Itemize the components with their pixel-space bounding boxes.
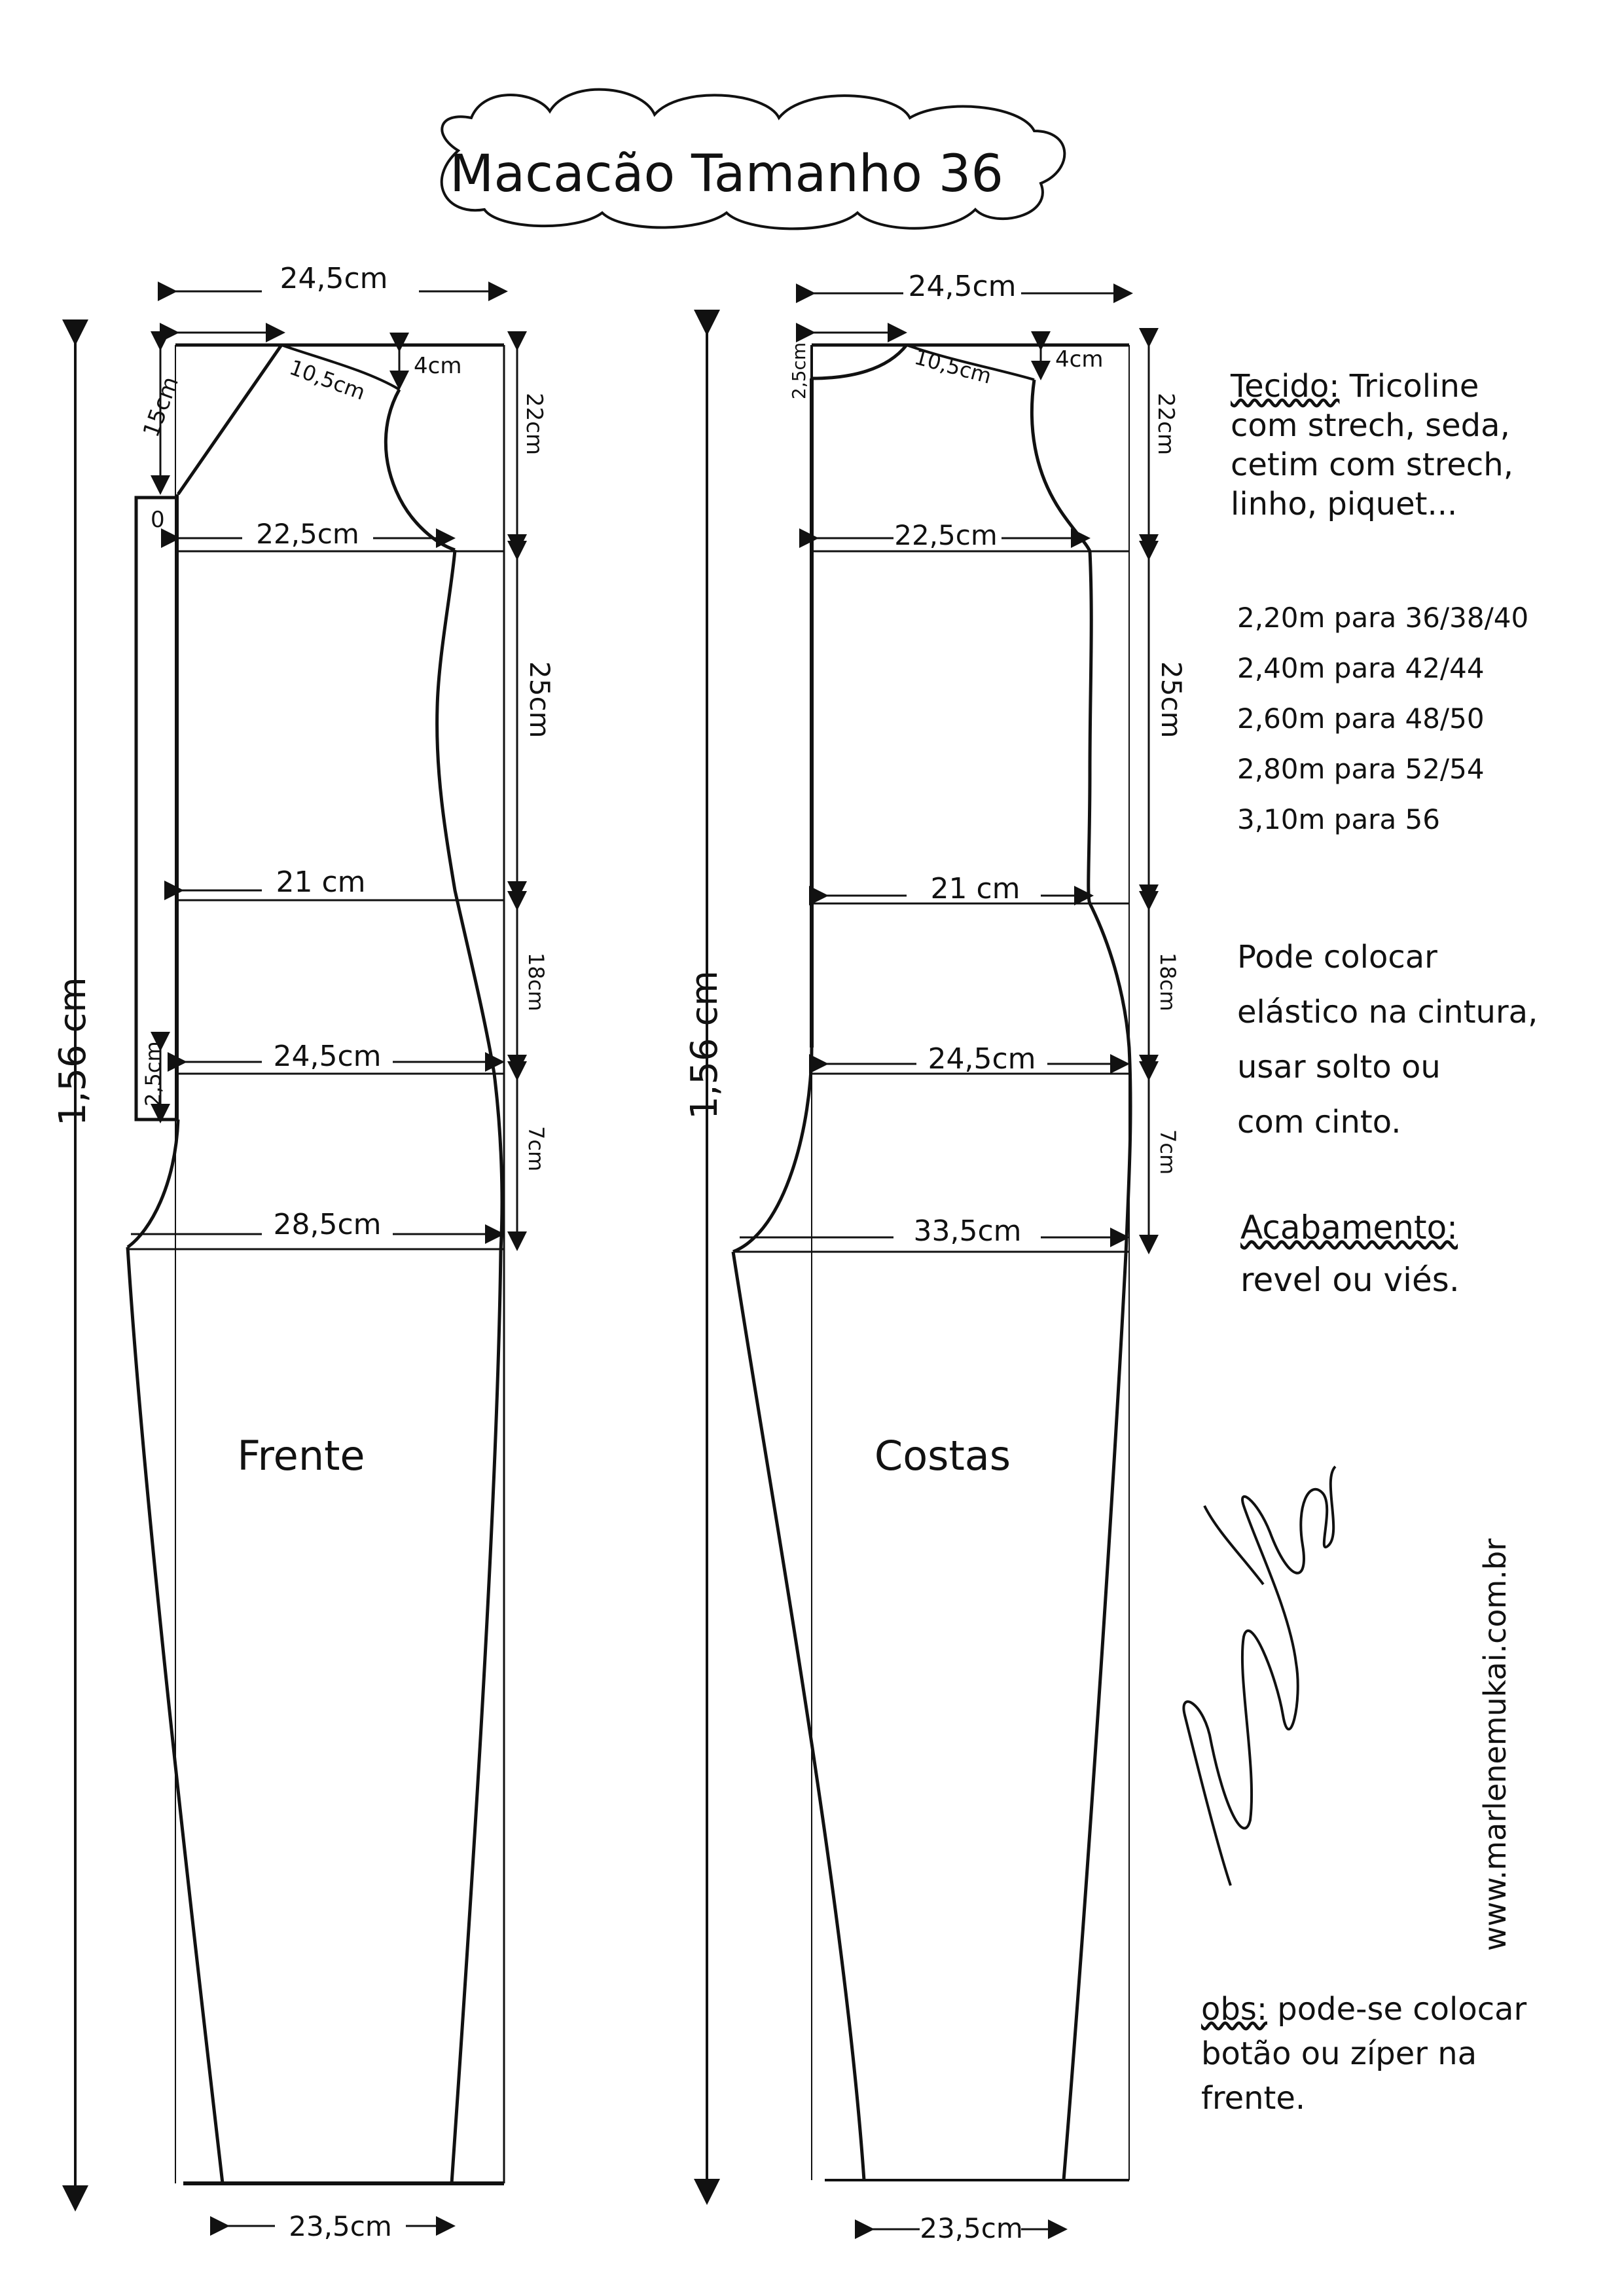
finish-note: Acabamento: revel ou viés. bbox=[1240, 1201, 1607, 1306]
front-waist-hip-label: 18cm bbox=[524, 953, 549, 1011]
back-shoulder-drop-label: 2,5cm bbox=[788, 342, 810, 399]
front-waist-label: 21 cm bbox=[276, 866, 365, 899]
obs-note: obs: pode-se colocar botão ou zíper na f… bbox=[1201, 1987, 1607, 2121]
front-pattern bbox=[126, 343, 505, 2185]
back-top-width-label: 24,5cm bbox=[908, 270, 1016, 303]
front-crotch-label: 28,5cm bbox=[273, 1208, 381, 1241]
obs-line-3: frente. bbox=[1201, 2080, 1306, 2117]
back-waist-label: 21 cm bbox=[930, 872, 1020, 905]
back-bust-waist-label: 25cm bbox=[1155, 661, 1187, 738]
elastic-note: Pode colocar elástico na cintura, usar s… bbox=[1237, 930, 1604, 1150]
elastic-line: elástico na cintura, bbox=[1237, 994, 1538, 1030]
yardage-item: 2,80m para 52/54 bbox=[1237, 753, 1485, 785]
front-total-length-label: 1,56 cm bbox=[52, 977, 94, 1126]
back-armhole-depth-label: 22cm bbox=[1153, 393, 1179, 455]
back-dimensions bbox=[694, 283, 1159, 2239]
yardage-list: 2,20m para 36/38/40 2,40m para 42/44 2,6… bbox=[1237, 592, 1604, 845]
fabric-line-2: com strech, seda, bbox=[1231, 407, 1510, 444]
back-hem-label: 23,5cm bbox=[920, 2212, 1023, 2244]
fabric-line-4: linho, piquet... bbox=[1231, 486, 1458, 522]
front-armhole-depth-label: 22cm bbox=[521, 393, 547, 455]
back-neck-depth-label: 4cm bbox=[1055, 346, 1103, 373]
back-neck-label: 10,5cm bbox=[912, 344, 994, 389]
elastic-line: Pode colocar bbox=[1237, 939, 1437, 975]
obs-line-1: pode-se colocar bbox=[1277, 1991, 1527, 2028]
back-bust-label: 22,5cm bbox=[894, 519, 998, 551]
obs-title: obs: bbox=[1201, 1991, 1268, 2028]
title-cloud bbox=[440, 88, 1066, 230]
back-labels: 24,5cm 2,5cm 10,5cm 4cm 22cm 22,5cm 25cm… bbox=[683, 270, 1187, 2244]
front-top-width-label: 24,5cm bbox=[280, 262, 388, 295]
elastic-line: com cinto. bbox=[1237, 1104, 1401, 1140]
yardage-item: 2,60m para 48/50 bbox=[1237, 702, 1485, 735]
front-placket-extra-label: 2,5cm bbox=[141, 1041, 166, 1106]
back-crotch-label: 33,5cm bbox=[913, 1214, 1021, 1248]
back-waist-hip-label: 18cm bbox=[1155, 953, 1180, 1011]
back-hip-label: 24,5cm bbox=[928, 1042, 1036, 1076]
back-pattern bbox=[731, 343, 1132, 2181]
front-hem-label: 23,5cm bbox=[289, 2210, 392, 2242]
back-total-length-label: 1,56 cm bbox=[683, 970, 726, 1120]
front-placket-mark: 0 bbox=[151, 507, 165, 533]
front-dimensions bbox=[62, 282, 527, 2236]
back-piece-label: Costas bbox=[875, 1432, 1011, 1480]
fabric-line-1: Tricoline bbox=[1349, 368, 1479, 405]
obs-line-2: botão ou zíper na bbox=[1201, 2035, 1477, 2072]
front-bust-label: 22,5cm bbox=[256, 518, 359, 550]
yardage-item: 2,40m para 42/44 bbox=[1237, 652, 1485, 684]
finish-title: Acabamento: bbox=[1240, 1209, 1458, 1247]
back-hip-crotch-label: 7cm bbox=[1155, 1129, 1180, 1175]
elastic-line: usar solto ou bbox=[1237, 1049, 1441, 1085]
fabric-notes: Tecido: Tricoline com strech, seda, ceti… bbox=[1231, 367, 1610, 524]
fabric-title: Tecido: bbox=[1231, 368, 1340, 405]
fabric-line-3: cetim com strech, bbox=[1231, 446, 1513, 483]
front-bust-waist-label: 25cm bbox=[524, 661, 556, 738]
website-text: www.marlenemukai.com.br bbox=[1477, 1539, 1513, 1951]
finish-text: revel ou viés. bbox=[1240, 1261, 1460, 1299]
signature bbox=[1182, 1465, 1337, 1886]
yardage-item: 3,10m para 56 bbox=[1237, 803, 1440, 835]
front-piece-label: Frente bbox=[237, 1432, 365, 1480]
front-neck-label: 10,5cm bbox=[286, 355, 369, 405]
front-shoulder-drop-label: 15cm bbox=[138, 373, 184, 441]
page-title: Macacão Tamanho 36 bbox=[450, 145, 1003, 204]
front-hip-crotch-label: 7cm bbox=[524, 1126, 549, 1171]
front-hip-label: 24,5cm bbox=[273, 1040, 381, 1073]
front-neck-depth-label: 4cm bbox=[414, 353, 461, 379]
yardage-item: 2,20m para 36/38/40 bbox=[1237, 602, 1529, 634]
